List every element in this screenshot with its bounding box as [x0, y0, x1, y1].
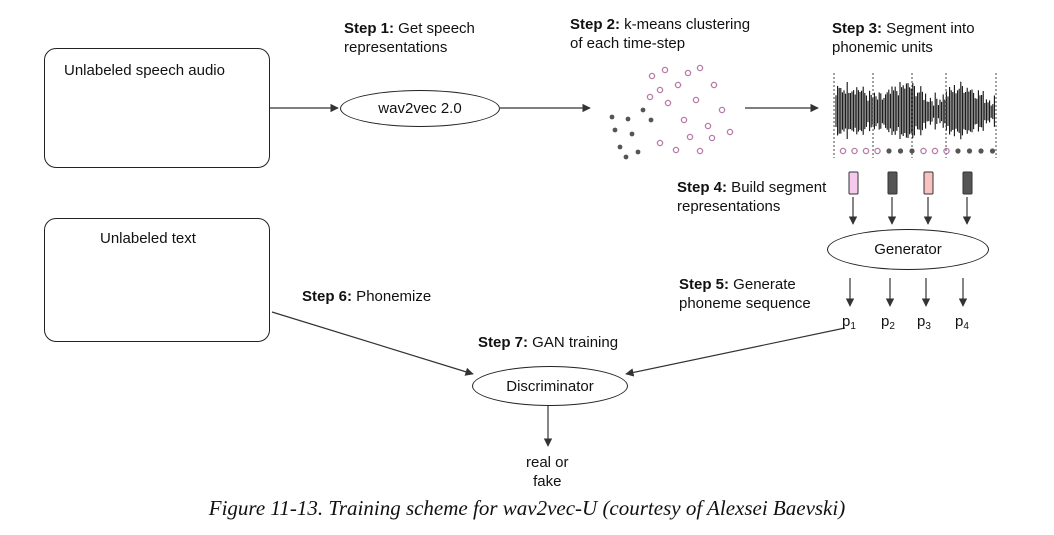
- output-label: real or fake: [526, 454, 569, 490]
- unlabeled-speech-audio-label: Unlabeled speech audio: [64, 62, 225, 79]
- step-4-label: Step 4: Build segment representations: [677, 179, 827, 215]
- segment-bar-3: [923, 171, 934, 195]
- discriminator-node: Discriminator: [472, 366, 628, 406]
- phoneme-p3: p3: [917, 313, 931, 332]
- figure-caption: Figure 11-13. Training scheme for wav2ve…: [208, 496, 846, 520]
- phoneme-p1: p1: [842, 313, 856, 332]
- step-7-label: Step 7: GAN training: [478, 334, 619, 351]
- arrow-phonemes-to-discriminator: [625, 327, 846, 377]
- kmeans-scatter-icon: [609, 64, 734, 160]
- unlabeled-text-box: [44, 218, 270, 342]
- segment-bar-4: [962, 171, 973, 195]
- step-6-label: Step 6: Phonemize: [302, 288, 432, 305]
- segment-bar-1: [848, 171, 859, 195]
- phoneme-p4: p4: [955, 313, 969, 332]
- unlabeled-text-label: Unlabeled text: [100, 230, 196, 247]
- step-5-label: Step 5: Generate phoneme sequence: [679, 276, 811, 312]
- step-2-label: Step 2: k-means clustering of each time-…: [570, 16, 751, 52]
- segment-bar-2: [887, 171, 898, 195]
- phoneme-p2: p2: [881, 313, 895, 332]
- arrow-text-to-discriminator: [271, 311, 474, 376]
- step-3-label: Step 3: Segment into phonemic units: [832, 20, 975, 56]
- generator-node: Generator: [827, 229, 989, 270]
- step-1-label: Step 1: Get speech representations: [344, 20, 475, 56]
- wav2vec-node: wav2vec 2.0: [340, 90, 500, 127]
- unlabeled-speech-audio-box: [44, 48, 270, 168]
- segmented-waveform-icon: [833, 73, 997, 158]
